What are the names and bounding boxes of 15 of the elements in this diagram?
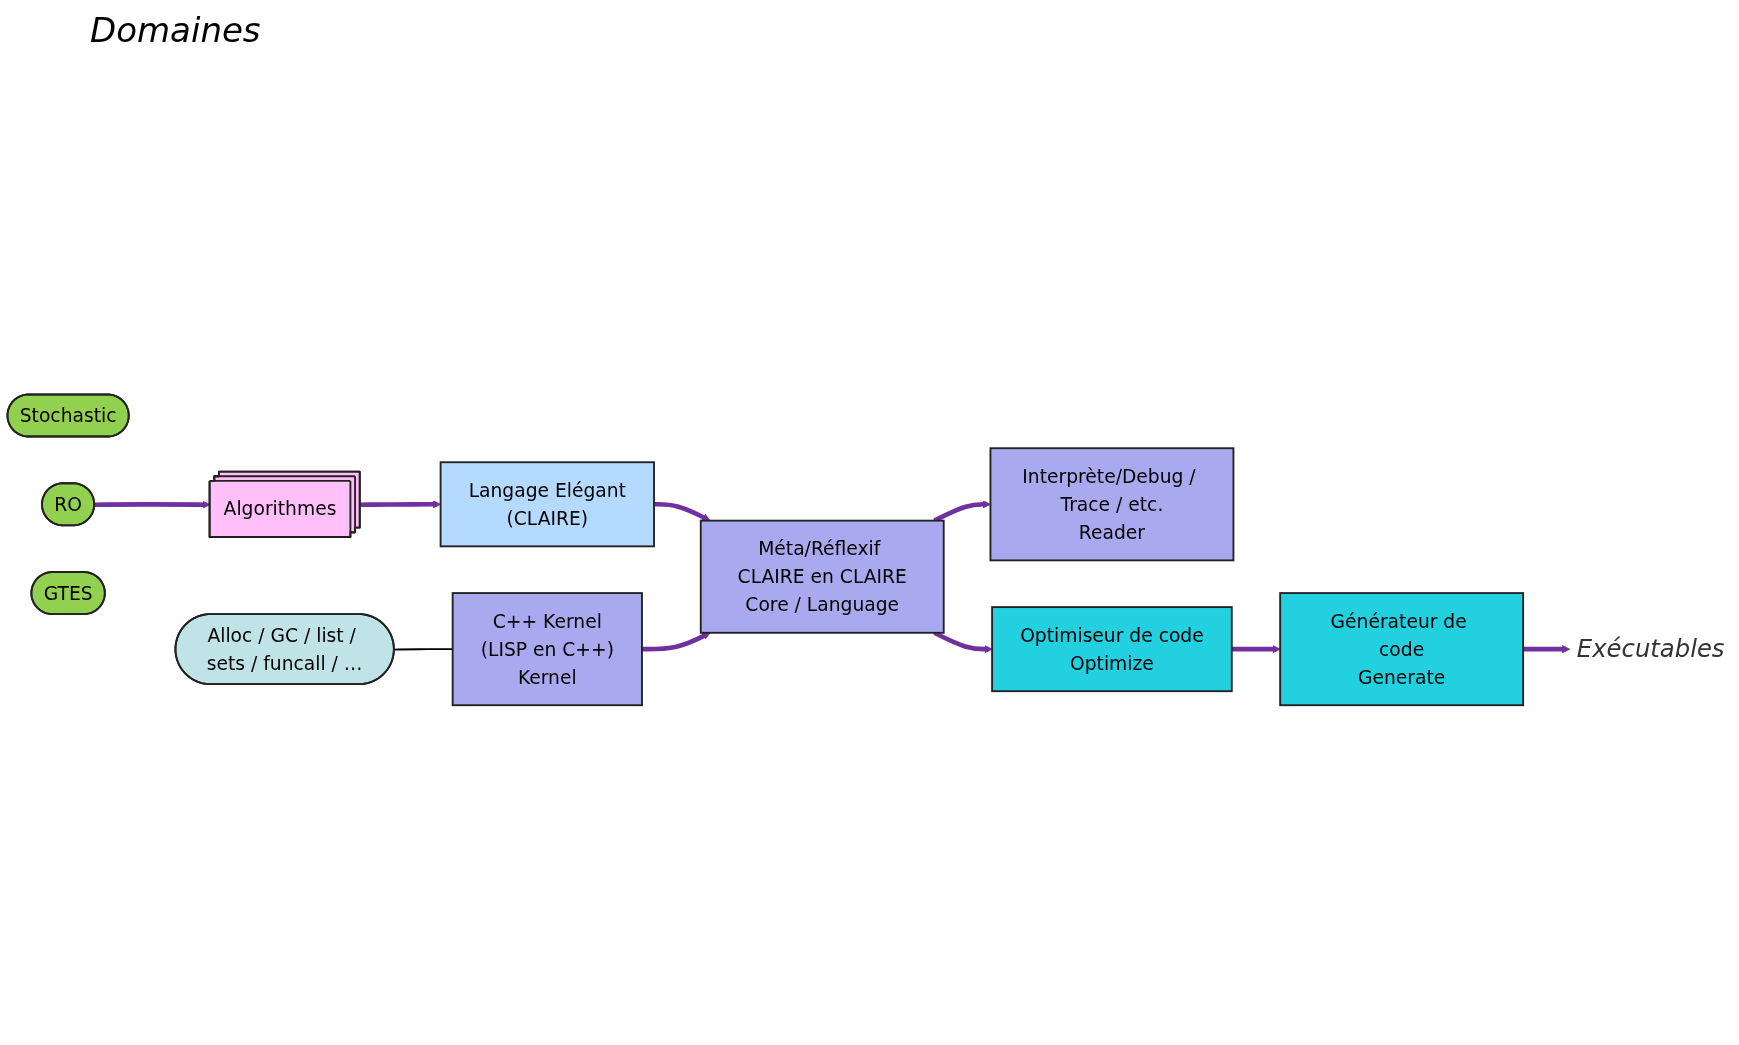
node-text: Exécutables — [1576, 634, 1725, 663]
arrow — [654, 502, 711, 522]
arrow — [360, 500, 441, 509]
arrow — [1523, 645, 1571, 654]
node-box: Optimiseur de code Optimize — [991, 606, 1233, 693]
heading-text: Domaines — [90, 10, 261, 50]
arrow — [1231, 645, 1281, 654]
arrow — [94, 500, 211, 509]
arrow — [641, 632, 711, 652]
node-box: C++ Kernel (LISP en C++) Kernel — [451, 592, 643, 707]
node-box: Méta/Réflexif CLAIRE en CLAIRE Core / Language — [699, 519, 945, 634]
node-box: Interprète/Debug / Trace / etc. Reader — [989, 447, 1235, 562]
arrow — [933, 500, 991, 523]
node-box: Langage Elégant (CLAIRE) — [439, 461, 655, 548]
node-box: Générateur de code Generate — [1279, 592, 1525, 707]
